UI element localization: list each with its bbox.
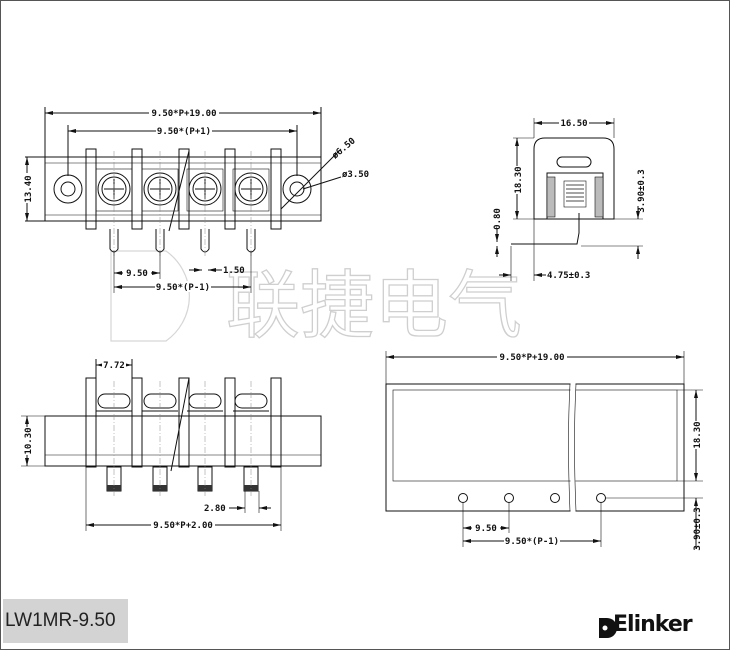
barrier (131, 377, 143, 468)
barrier (270, 377, 282, 468)
dim-pitch-span: 9.50*(P+1) (157, 127, 211, 137)
dim-pin-offset: 3.90±0.3 (637, 169, 647, 212)
dim-height: 13.40 (24, 175, 34, 202)
dim-pin-len: 4.75±0.3 (547, 271, 590, 281)
dim-pin: 1.50 (223, 266, 245, 276)
barrier (85, 148, 97, 230)
dim-barrier-gap: 7.72 (103, 361, 125, 371)
dim-pin-w: 2.80 (204, 504, 226, 514)
barrier (224, 377, 236, 468)
dim-pitch: 9.50 (475, 524, 497, 534)
dim-hole-inner: ø3.50 (342, 170, 369, 180)
barrier (178, 148, 190, 230)
barrier (178, 377, 190, 468)
dim-pin-span: 9.50*(P-1) (505, 537, 559, 547)
barrier (131, 148, 143, 230)
dim-height: 18.30 (514, 166, 524, 193)
brand-name: Elinker (613, 612, 693, 637)
dim-pitch: 9.50 (126, 269, 148, 279)
dim-height: 10.30 (24, 427, 34, 454)
model-label: LW1MR-9.50 (3, 599, 128, 643)
dim-hole-outer: ø6.50 (331, 136, 358, 161)
dim-height: 18.30 (693, 421, 703, 448)
watermark: 联捷电气 (110, 250, 523, 350)
front-view: 7.72 10.30 2.80 9.50*P+2.00 (21, 359, 322, 531)
barrier (85, 377, 97, 468)
svg-text:联捷电气: 联捷电气 (226, 263, 522, 349)
dim-hole-offset: 3.90±0.3 (693, 507, 703, 550)
dim-overall: 9.50*P+19.00 (499, 353, 564, 363)
barrier (224, 148, 236, 230)
side-view: 16.50 18.30 3.90±0.3 0.80 4.75±0.3 (493, 117, 647, 281)
barrier (270, 148, 282, 230)
dim-overall: 9.50*P+2.00 (153, 521, 213, 531)
elinker-logo-icon (599, 618, 617, 638)
dim-overall: 9.50*P+19.00 (151, 109, 216, 119)
pcb-view: 9.50*P+19.00 18.30 3.90±0.3 9.50 9.50*(P… (385, 351, 703, 551)
dim-pin-thk: 0.80 (493, 208, 503, 230)
dim-width: 16.50 (560, 119, 587, 129)
dim-pin-span: 9.50*(P-1) (156, 283, 210, 293)
